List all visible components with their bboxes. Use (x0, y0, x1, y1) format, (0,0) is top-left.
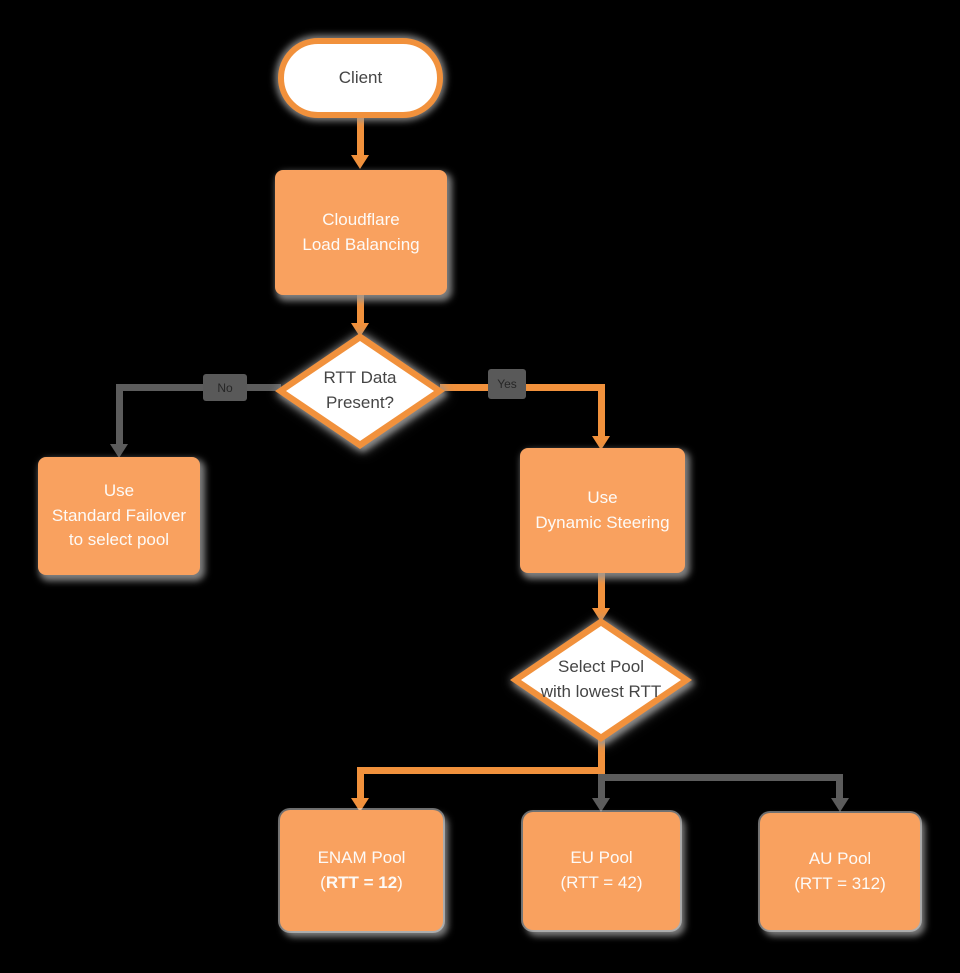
arrowhead-into-eu-pool (592, 798, 610, 812)
connector-au-horizontal (601, 774, 840, 781)
standard-failover-line3: to select pool (68, 530, 170, 550)
enam-pool-line1: ENAM Pool (317, 847, 406, 867)
select-pool-line2: with lowest RTT (540, 682, 662, 701)
connector-dynamic-steering-to-select-pool (598, 571, 605, 611)
connector-loadbalancer-to-rtt-decision (357, 293, 364, 325)
dynamic-steering-line1: Use (587, 487, 618, 507)
rtt-decision-line2: Present? (325, 393, 395, 412)
connector-enam-vertical (357, 767, 364, 802)
au-pool-line1: AU Pool (808, 848, 872, 868)
rtt-decision-text: RTT Data Present? (275, 333, 445, 449)
dynamic-steering-line2: Dynamic Steering (535, 512, 670, 532)
select-pool-line1: Select Pool (558, 657, 644, 677)
node-enam-pool: ENAM Pool (RTT = 12) (280, 810, 443, 931)
arrowhead-into-loadbalancer (351, 155, 369, 169)
arrowhead-into-standard-failover (110, 444, 128, 458)
arrowhead-into-dynamic-steering (592, 436, 610, 450)
arrowhead-into-au-pool (831, 798, 849, 812)
select-pool-text: Select Pool with lowest RTT (510, 618, 692, 742)
connector-enam-horizontal (357, 767, 605, 774)
enam-pool-paren-open: ( (320, 872, 326, 892)
arrowhead-into-select-pool (592, 608, 610, 622)
node-load-balancer-line1: Cloudflare (322, 209, 400, 229)
connector-enam-down-from-diamond (598, 740, 605, 774)
edge-label-no-text: No (217, 380, 233, 395)
rtt-decision-line1: RTT Data (323, 368, 397, 388)
eu-pool-line2: (RTT = 42) (560, 873, 643, 892)
connector-no-vertical (116, 384, 123, 446)
node-dynamic-steering: Use Dynamic Steering (520, 448, 685, 573)
edge-label-no: No (203, 374, 247, 401)
au-pool-line2: (RTT = 312) (794, 873, 886, 893)
connector-no-horizontal (119, 384, 281, 391)
node-client: Client (278, 38, 443, 118)
node-rtt-decision: RTT Data Present? (275, 333, 445, 449)
node-load-balancer-line2: Load Balancing (302, 234, 420, 254)
arrowhead-into-rtt-decision (351, 323, 369, 337)
arrowhead-into-enam-pool (351, 798, 369, 812)
node-standard-failover: Use Standard Failover to select pool (38, 457, 200, 575)
enam-pool-line2: (RTT = 12) (320, 871, 403, 896)
enam-pool-paren-close: ) (397, 872, 403, 892)
node-load-balancer: Cloudflare Load Balancing (275, 170, 447, 295)
node-select-pool: Select Pool with lowest RTT (510, 618, 692, 742)
node-eu-pool: EU Pool (RTT = 42) (523, 812, 680, 930)
edge-label-yes: Yes (488, 369, 526, 399)
connector-yes-vertical (598, 384, 605, 438)
standard-failover-line2: Standard Failover (51, 505, 187, 525)
connector-client-to-loadbalancer (357, 114, 364, 160)
edge-label-yes-text: Yes (497, 377, 517, 391)
connector-au-vertical (836, 774, 843, 802)
enam-pool-rtt-value: RTT = 12 (325, 872, 398, 892)
node-au-pool: AU Pool (RTT = 312) (760, 813, 920, 930)
standard-failover-line1: Use (103, 481, 135, 501)
node-client-label: Client (338, 67, 383, 87)
eu-pool-line1: EU Pool (570, 848, 633, 868)
